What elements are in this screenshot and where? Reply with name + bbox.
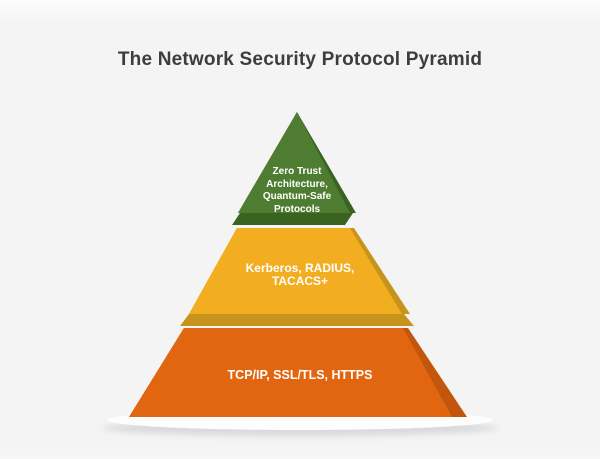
tier-top-thickness-band — [232, 213, 353, 225]
diagram-title: The Network Security Protocol Pyramid — [117, 49, 483, 70]
tier-bottom-face — [129, 328, 452, 417]
tier-middle-thickness-band — [180, 314, 414, 326]
tier-middle-face — [189, 228, 402, 314]
tier-top-face — [238, 112, 350, 213]
